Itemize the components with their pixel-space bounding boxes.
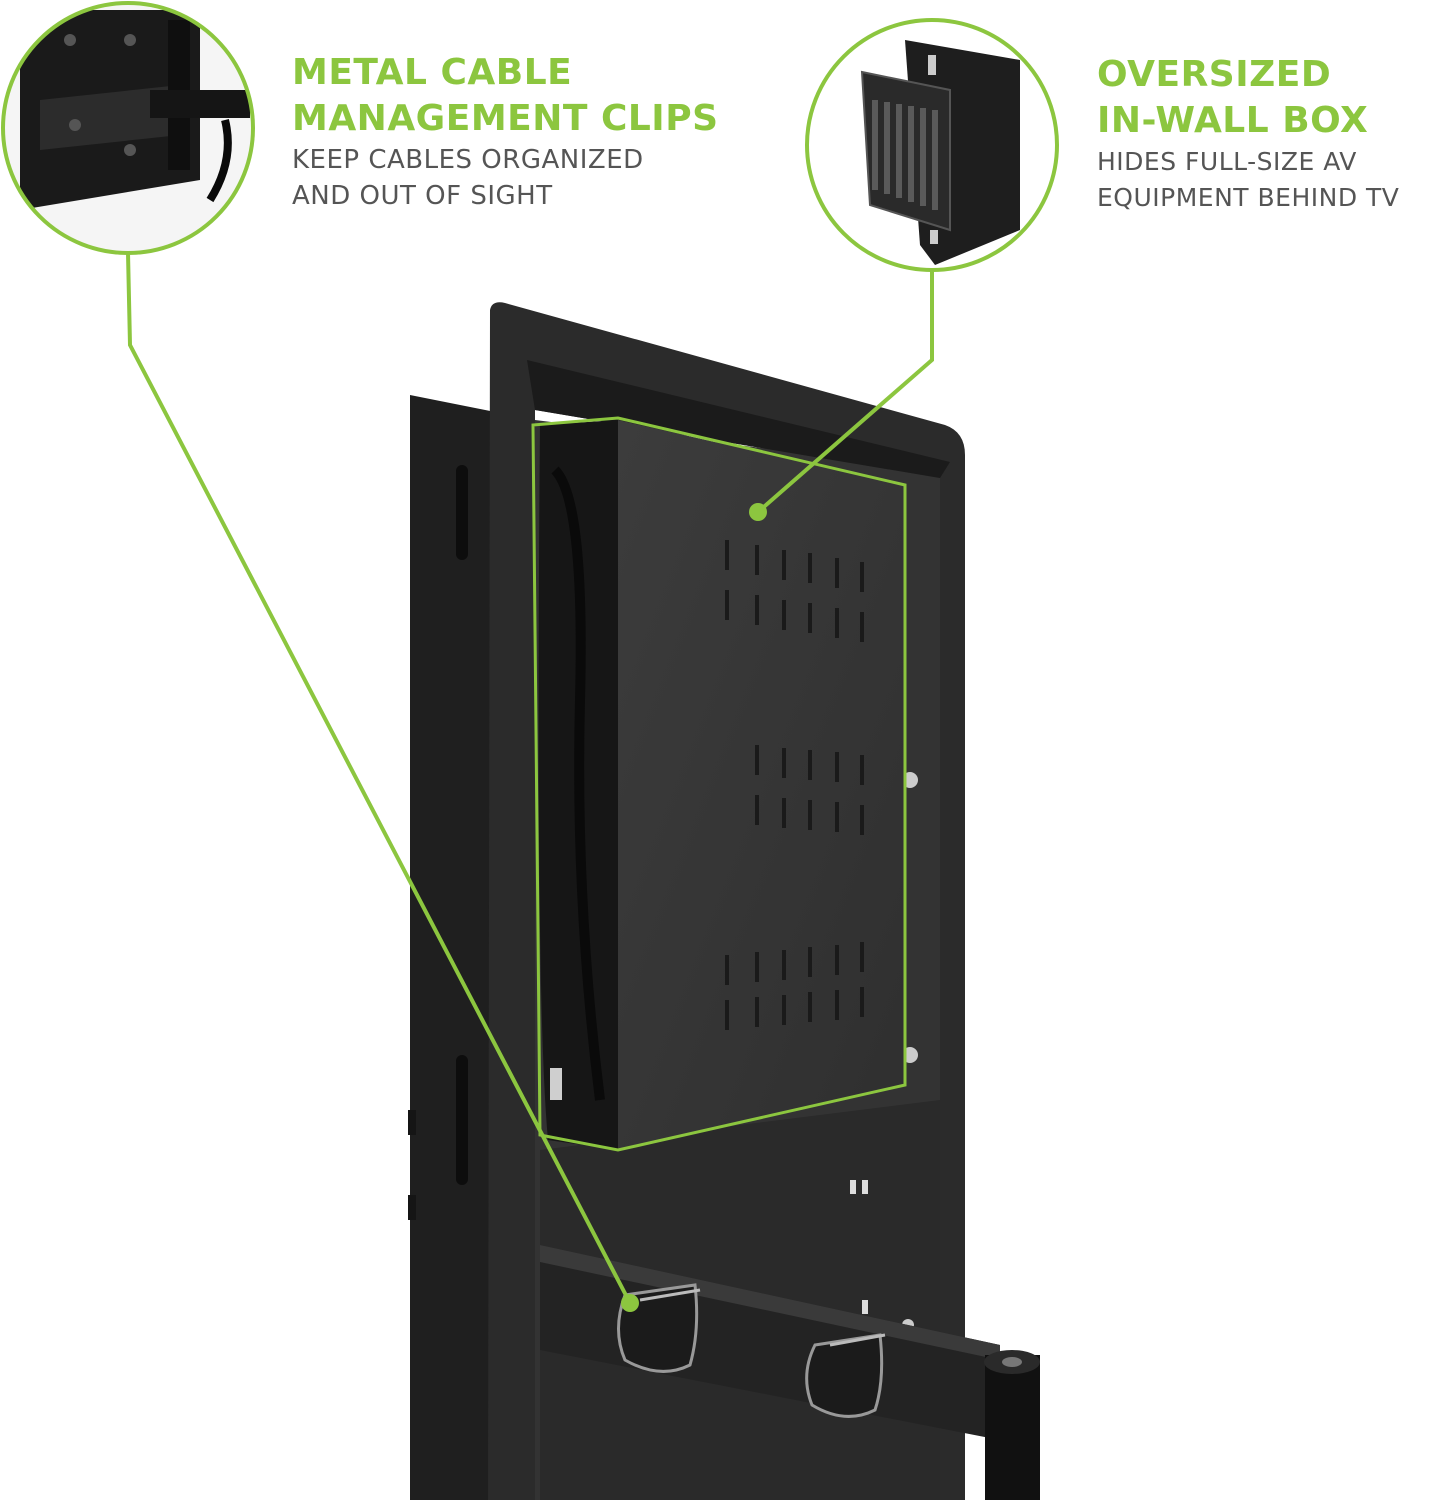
callout-clips-heading-line1: METAL CABLE <box>292 52 573 93</box>
callout-box-heading-line1: OVERSIZED <box>1097 54 1332 95</box>
callout-box-sub-line1: HIDES FULL-SIZE AV <box>1097 147 1357 176</box>
callout-box-heading-line2: IN-WALL BOX <box>1097 100 1369 141</box>
callout-leader-left <box>126 252 639 1312</box>
callout-clips-heading-line2: MANAGEMENT CLIPS <box>292 98 719 139</box>
equipment-cover <box>531 416 907 1152</box>
callout-box-sub-line2: EQUIPMENT BEHIND TV <box>1097 183 1400 212</box>
callout-leader-right <box>749 270 934 521</box>
cable-management-bar <box>540 1245 1040 1500</box>
callout-clips-sub-line1: KEEP CABLES ORGANIZED <box>292 145 644 175</box>
callout-box: OVERSIZED IN-WALL BOX HIDES FULL-SIZE AV… <box>1097 52 1436 216</box>
callout-clips-sub-line2: AND OUT OF SIGHT <box>292 181 553 211</box>
callout-clips: METAL CABLE MANAGEMENT CLIPS KEEP CABLES… <box>292 50 752 214</box>
clips-detail-circle <box>1 1 255 255</box>
box-detail-circle <box>805 18 1059 272</box>
